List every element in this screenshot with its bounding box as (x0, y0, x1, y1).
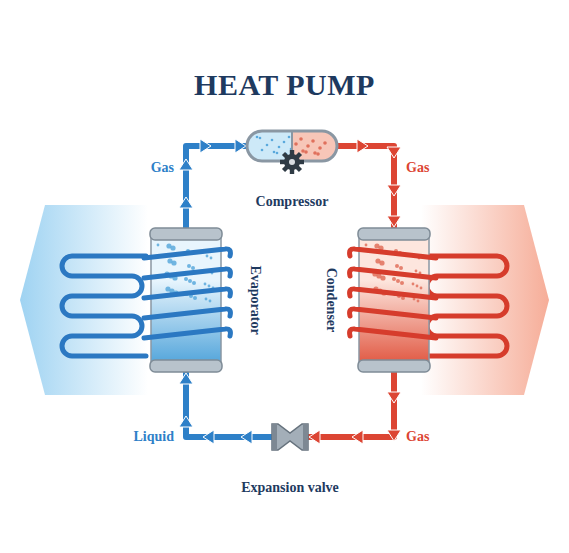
valve-node: Expansion valve (272, 424, 308, 450)
tank-cap (358, 360, 430, 372)
evaporator-coil (62, 256, 146, 356)
coil-windings (144, 249, 230, 338)
valve-body (272, 424, 308, 450)
gear-symbol (280, 150, 304, 174)
refrigerant-pipe-group (337, 139, 401, 228)
title-text: HEAT PUMP (0, 68, 569, 102)
component-label: Evaporator (247, 265, 262, 334)
flow-arrowhead (387, 216, 401, 227)
refrigerant-pipe (337, 146, 394, 228)
cyl-shape (150, 228, 222, 372)
flow-arrowhead (200, 139, 211, 153)
flow-arrowhead (387, 147, 401, 158)
valve-flange (303, 424, 308, 450)
flow-arrowhead (387, 185, 401, 196)
phase-label: Liquid (132, 429, 176, 444)
flow-arrowhead (352, 430, 363, 444)
diagram-title: HEAT PUMP (0, 68, 569, 102)
refrigerant-pipe-group (179, 372, 272, 444)
flow-arrowhead (309, 430, 320, 444)
flow-arrowhead (179, 159, 193, 170)
component-label: Compressor (256, 194, 329, 209)
refrigerant-pipe-group (308, 372, 401, 444)
component-label: Condenser (323, 268, 338, 333)
cyl-shape (358, 228, 430, 372)
flow-arrowhead (179, 373, 193, 384)
flow-arrowhead (387, 392, 401, 403)
phase-label: Gas (149, 160, 176, 175)
heat-exchanger-node: Evaporator (150, 228, 222, 372)
coil-windings (350, 249, 436, 338)
flow-arrowhead (235, 139, 246, 153)
tank-cap (358, 228, 430, 240)
heat-exchanger-node: Condenser (358, 228, 430, 372)
tank-cap (150, 360, 222, 372)
phase-label: Gas (404, 429, 431, 444)
tank-cap (150, 228, 222, 240)
flow-arrowhead (203, 430, 214, 444)
flow-arrowhead (241, 430, 252, 444)
compressor-shape (247, 131, 337, 161)
flow-arrowhead (357, 139, 368, 153)
valve-shape (272, 424, 308, 450)
refrigerant-pipe (186, 372, 272, 437)
compressor-node: Compressor (247, 131, 337, 161)
refrigerant-pipe (308, 372, 394, 437)
refrigerant-pipe (186, 146, 247, 228)
valve-flange (272, 424, 277, 450)
flow-arrowhead (387, 430, 401, 441)
condenser-coil (423, 256, 507, 356)
flow-arrowhead (179, 197, 193, 208)
refrigerant-pipe-group (179, 139, 247, 228)
warm-air-band (421, 205, 549, 395)
flow-arrowhead (179, 416, 193, 427)
component-label: Expansion valve (241, 480, 339, 495)
phase-label: Gas (404, 160, 431, 175)
cold-air-band (20, 205, 148, 395)
